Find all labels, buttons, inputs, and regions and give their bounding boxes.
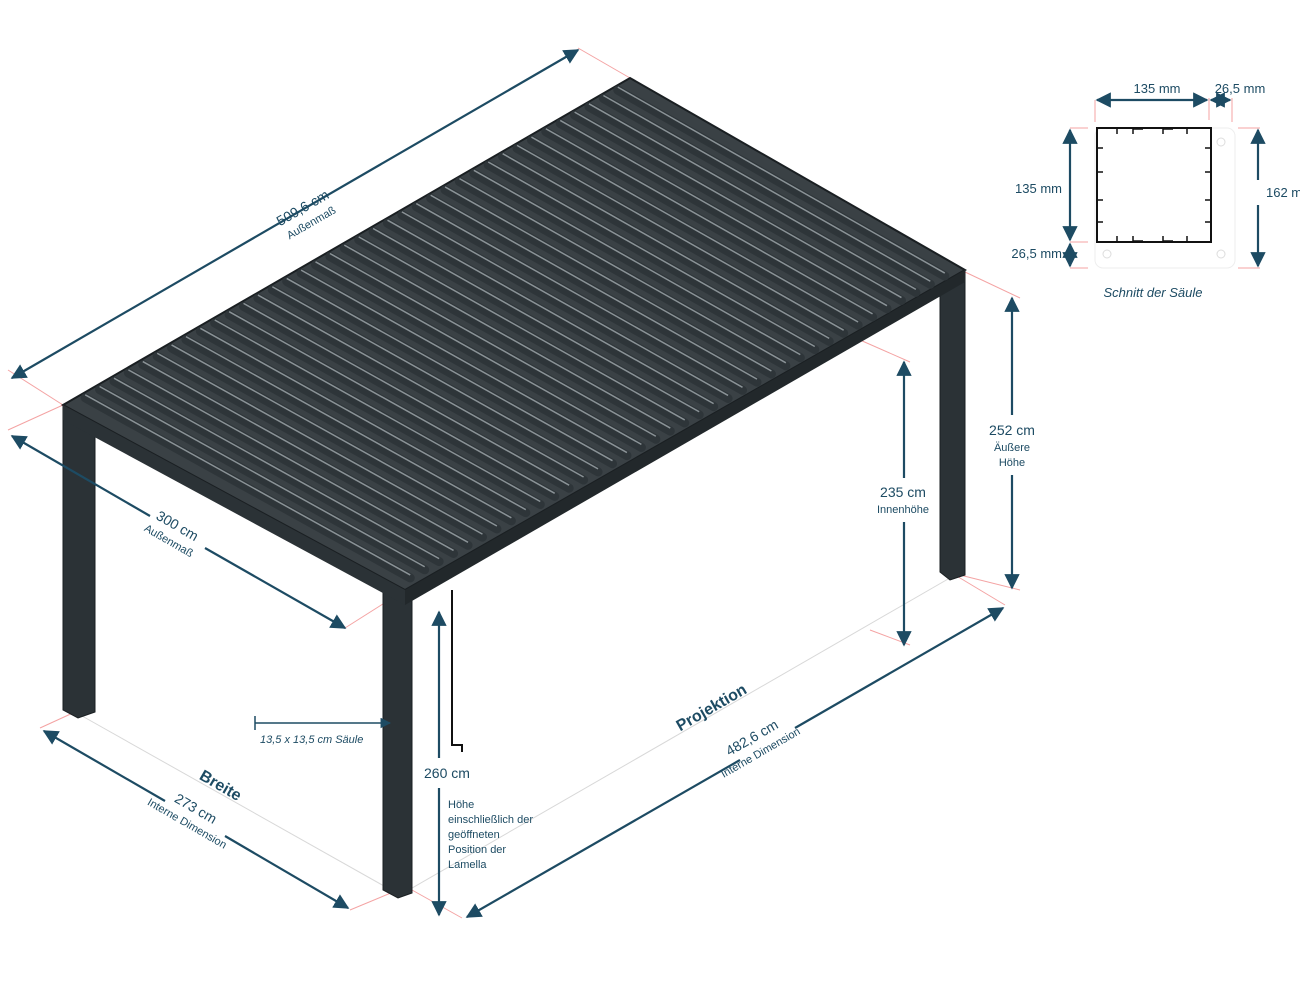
louver-slat xyxy=(613,85,950,281)
louver-slat-highlight xyxy=(603,94,931,282)
section-flange: 26,5 mm xyxy=(1215,81,1266,96)
pergola-legs xyxy=(62,269,966,899)
open-height-note: Höhe xyxy=(448,799,474,811)
louver-slat-highlight xyxy=(113,377,440,560)
post-cross-section: 135 mm 26,5 mm 135 mm 26,5 mm 162 mm Sch… xyxy=(1011,81,1300,300)
louver-slat xyxy=(570,110,906,306)
louver-slat-highlight xyxy=(156,352,483,535)
inner-height-note: Innenhöhe xyxy=(877,504,929,516)
label-outer-height: 252 cm Äußere Höhe xyxy=(989,422,1035,469)
label-outer-width: 300 cm Außenmaß xyxy=(142,507,201,560)
louver-slat-highlight xyxy=(128,369,454,552)
outer-height-note1: Äußere xyxy=(994,442,1030,454)
projektion-label: Projektion xyxy=(674,681,750,735)
louver-slat-highlight xyxy=(574,111,902,299)
louver-slat xyxy=(80,393,415,583)
louver-slat-highlight xyxy=(588,103,917,291)
louver-slat-highlight xyxy=(545,128,873,315)
outer-height-note2: Höhe xyxy=(999,457,1025,469)
label-inner-width: Breite 273 cm Interne Dimension xyxy=(145,767,244,851)
section-bottom-flange: 26,5 mm xyxy=(1011,246,1062,261)
open-height-note: geöffneten xyxy=(448,829,500,841)
louver-slat xyxy=(584,102,921,297)
louver-slat-highlight xyxy=(559,119,888,307)
dimension-lines xyxy=(10,49,1020,918)
motor-cable xyxy=(451,590,463,752)
louver-slat xyxy=(541,127,878,322)
label-open-height: 260 cm Höhe einschließlich der geöffnete… xyxy=(424,765,533,871)
louver-slat xyxy=(526,135,863,330)
ground-guides xyxy=(74,574,956,896)
open-height-note: einschließlich der xyxy=(448,814,533,826)
louver-slat xyxy=(598,93,935,289)
inner-height-value: 235 cm xyxy=(880,484,926,500)
louver-slat xyxy=(123,368,459,558)
open-height-value: 260 cm xyxy=(424,765,470,781)
outer-height-value: 252 cm xyxy=(989,422,1035,438)
louver-slat xyxy=(95,385,430,575)
louver-slat xyxy=(152,351,487,542)
louver-slat-highlight xyxy=(617,86,946,274)
open-height-note: Position der xyxy=(448,844,506,856)
louver-slat-highlight xyxy=(84,394,411,576)
louver-slat-highlight xyxy=(99,385,426,568)
louver-slat xyxy=(138,360,473,550)
section-total-height: 162 mm xyxy=(1266,185,1300,200)
label-inner-height: 235 cm Innenhöhe xyxy=(877,484,929,516)
louver-slat xyxy=(109,376,444,567)
section-left-height: 135 mm xyxy=(1015,181,1062,196)
section-caption: Schnitt der Säule xyxy=(1103,285,1202,300)
section-top-width: 135 mm xyxy=(1134,81,1181,96)
louver-slat-highlight xyxy=(531,136,859,323)
breite-label: Breite xyxy=(196,767,244,804)
open-height-note: Lamella xyxy=(448,859,487,871)
label-projection: Projektion 482,6 cm Interne Dimension xyxy=(674,681,803,780)
louver-slat xyxy=(555,118,892,314)
post-size-label: 13,5 x 13,5 cm Säule xyxy=(260,734,363,746)
louver-slat-highlight xyxy=(142,360,469,543)
